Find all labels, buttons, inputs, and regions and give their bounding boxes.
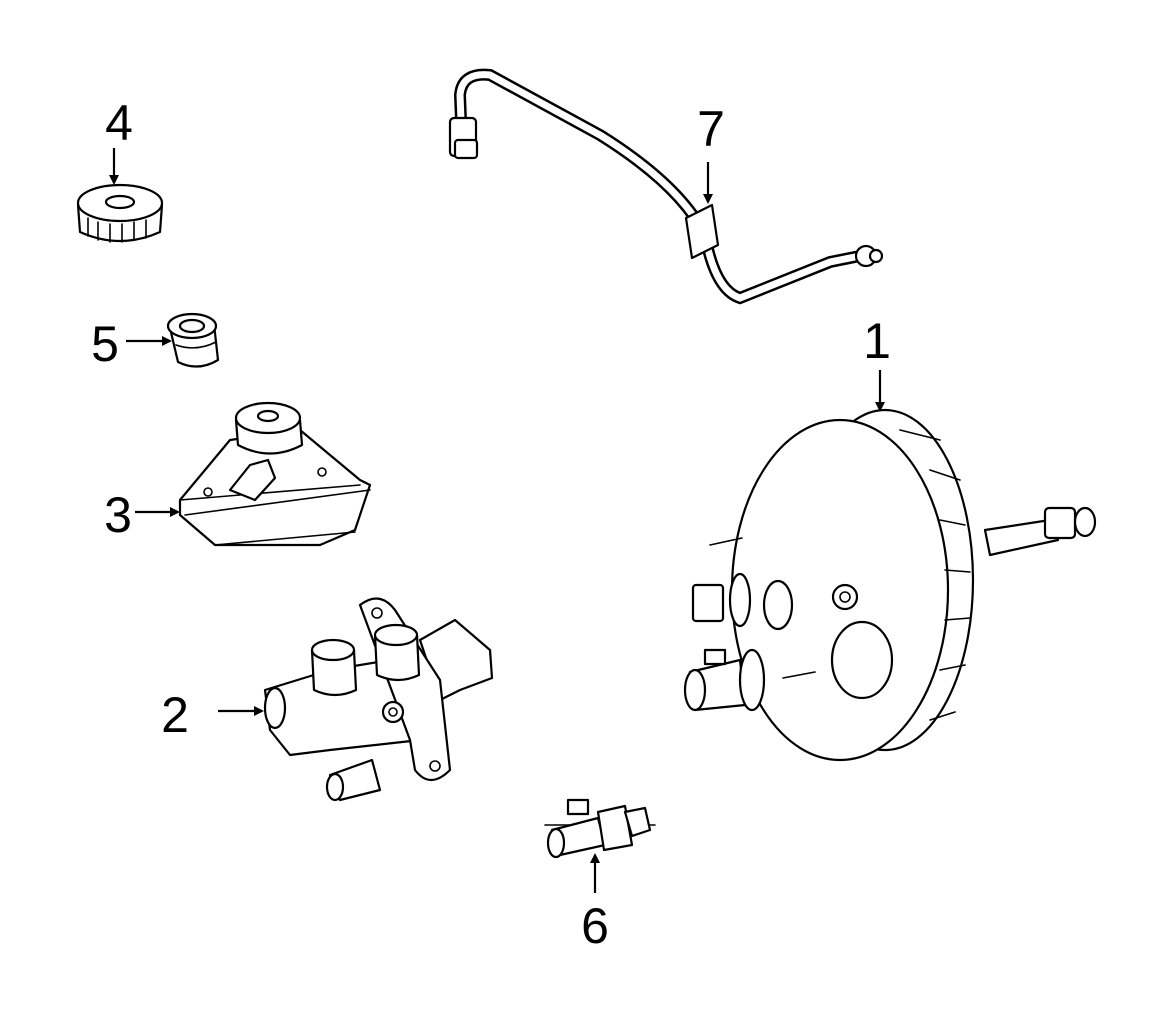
reservoir-cap[interactable] [76,183,164,243]
svg-text:6: 6 [581,898,609,954]
svg-text:3: 3 [104,487,132,543]
svg-text:4: 4 [105,95,133,151]
svg-text:2: 2 [161,687,189,743]
callout-5: 5 [91,316,172,372]
svg-text:5: 5 [91,316,119,372]
brake-booster[interactable] [683,408,1097,762]
callout-6: 6 [581,853,609,954]
svg-text:7: 7 [697,101,725,157]
callout-7: 7 [697,101,725,204]
callout-3: 3 [104,487,180,543]
svg-text:1: 1 [863,313,891,369]
vacuum-hose[interactable] [448,68,884,305]
fluid-reservoir[interactable] [178,401,372,547]
reservoir-grommet[interactable] [166,312,220,368]
callout-1: 1 [863,313,891,412]
vacuum-check-valve[interactable] [544,798,656,859]
master-cylinder[interactable] [263,597,494,802]
callout-2: 2 [161,687,264,743]
callout-4: 4 [105,95,133,185]
